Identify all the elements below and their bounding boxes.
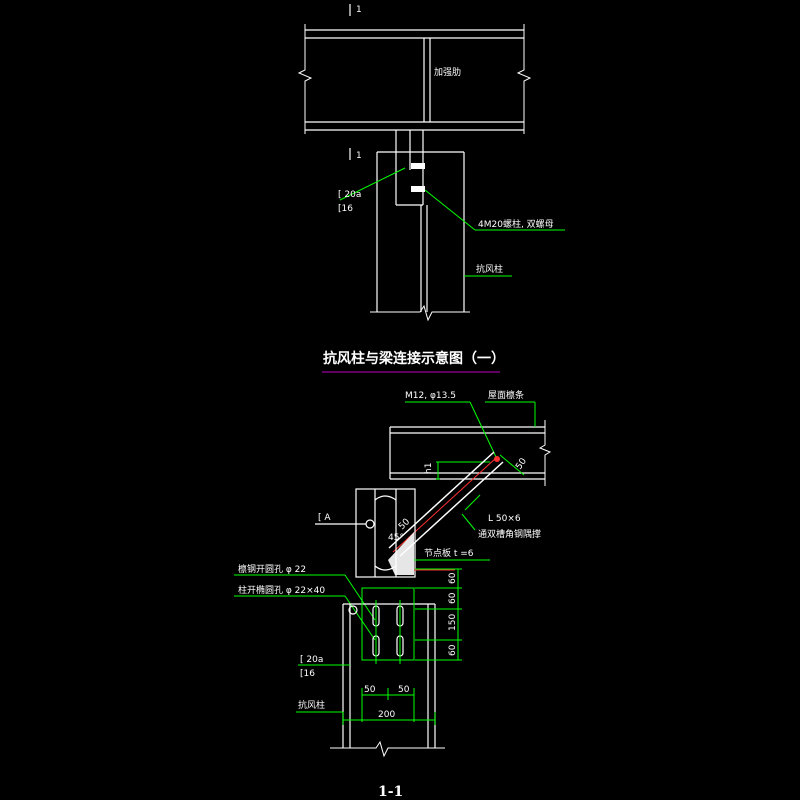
- plate-label: 节点板 t =6: [424, 547, 474, 559]
- brace-bolt-top: [494, 456, 500, 462]
- stiffener-label: 加强肋: [434, 67, 461, 78]
- figure-title-text: 抗风柱与梁连接示意图（一）: [323, 350, 505, 367]
- channel-label-b: [16: [338, 204, 353, 214]
- channel-label-a-bottom: [ 20a: [300, 655, 323, 665]
- angle-note: 通双槽角钢隅撑: [478, 528, 541, 540]
- channel-bolt: [365, 519, 375, 529]
- section-mark-bottom: 1: [349, 148, 362, 161]
- purlin: 屋面檩条: [389, 389, 552, 486]
- section-mark-top: 1: [349, 4, 362, 16]
- dim-45: 45°: [388, 533, 404, 543]
- bolt-lower: [411, 186, 425, 192]
- section-mark-bottom-label: 1: [356, 151, 362, 161]
- angle-label: L 50×6: [488, 514, 521, 524]
- channel-label-a: [ 20a: [338, 190, 361, 200]
- section-title: 1-1: [378, 784, 403, 800]
- dim-v4: 60: [448, 644, 458, 656]
- dim-v3: 150: [448, 614, 458, 631]
- dim-h-200: 200: [378, 710, 395, 720]
- column-label-bottom: 抗风柱: [298, 699, 325, 711]
- channel-label-b-bottom: [16: [300, 669, 315, 679]
- slot-hole-a: 檩钢开圆孔 φ 22: [238, 563, 306, 575]
- top-annotations: [ 20a [16 4M20螺柱, 双螺母 抗风柱: [338, 167, 565, 277]
- dim-50-diag: 50: [397, 517, 412, 532]
- column-label-top: 抗风柱: [476, 263, 503, 275]
- wind-column-top: [370, 151, 470, 322]
- horizontal-dims: 50 50 200: [342, 685, 436, 725]
- dim-h-50b: 50: [398, 685, 410, 695]
- figure-title: 抗风柱与梁连接示意图（一）: [322, 350, 505, 373]
- hole-labels: 檩钢开圆孔 φ 22 柱开椭圆孔 φ 22×40: [234, 563, 376, 641]
- wind-column-bottom: [330, 587, 445, 758]
- connection-channel: [395, 130, 425, 206]
- dim-h-50a: 50: [364, 685, 376, 695]
- beam-elevation: 加强肋: [297, 24, 532, 134]
- purlin-label: 屋面檩条: [488, 389, 524, 401]
- bolt-spec-label: M12, φ13.5: [405, 391, 456, 401]
- dim-h1-label: h1: [424, 463, 434, 474]
- section-mark-top-label: 1: [356, 5, 362, 15]
- column-bolt: [348, 605, 358, 615]
- section-title-text: 1-1: [378, 784, 403, 800]
- channel-mark: [ A: [318, 513, 331, 523]
- dim-v2: 60: [448, 592, 458, 604]
- top-view: 1 1 加强肋: [297, 4, 565, 322]
- node-plate-weld: [388, 532, 414, 575]
- column-channels: [ A 45° 50: [315, 488, 416, 578]
- bolt-label: 4M20螺柱, 双螺母: [478, 218, 554, 230]
- slot-hole-b: 柱开椭圆孔 φ 22×40: [238, 584, 325, 596]
- dim-v1: 60: [448, 572, 458, 584]
- dim-50-top: 50: [514, 456, 529, 471]
- bolt-upper: [411, 163, 425, 169]
- bottom-view: 屋面檩条 M12, φ13.5 h1 50 L 50×6 通双槽角钢隅撑: [234, 389, 552, 758]
- vertical-dims: 60 60 150 60: [415, 568, 462, 661]
